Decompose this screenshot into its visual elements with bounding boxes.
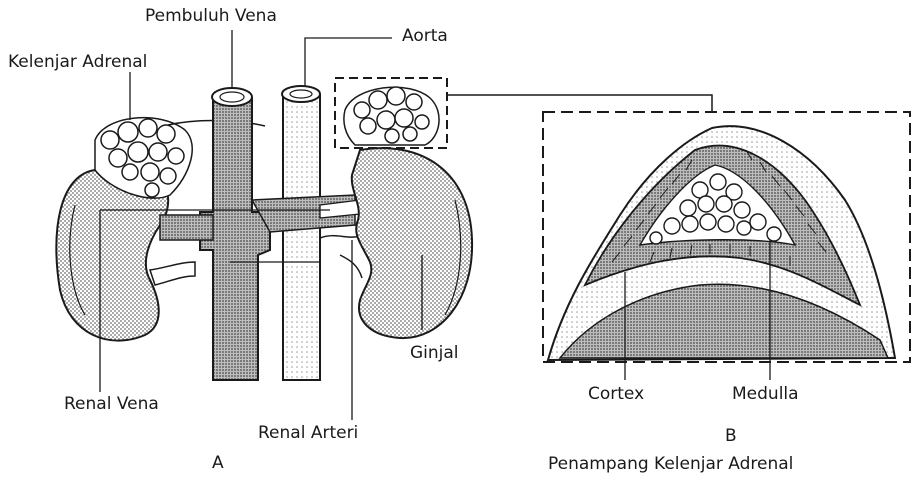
label-kelenjar-adrenal: Kelenjar Adrenal <box>8 54 147 71</box>
caption-a: A <box>212 455 224 472</box>
left-renal-vein <box>160 215 213 240</box>
detail-connector-line <box>447 95 712 112</box>
caption-b: B <box>725 428 737 445</box>
label-cortex: Cortex <box>588 386 644 403</box>
caption-b-title: Penampang Kelenjar Adrenal <box>548 456 793 473</box>
left-ureter <box>150 262 195 285</box>
aorta-vessel <box>283 95 320 380</box>
label-pembuluh-vena: Pembuluh Vena <box>145 8 277 25</box>
label-aorta: Aorta <box>402 28 448 45</box>
label-renal-arteri: Renal Arteri <box>258 425 358 442</box>
label-ginjal: Ginjal <box>410 345 459 362</box>
right-ureter <box>340 255 362 278</box>
label-renal-vena: Renal Vena <box>64 396 159 413</box>
right-adrenal-gland <box>344 87 439 145</box>
label-medulla: Medulla <box>732 386 799 403</box>
right-kidney <box>352 148 472 338</box>
